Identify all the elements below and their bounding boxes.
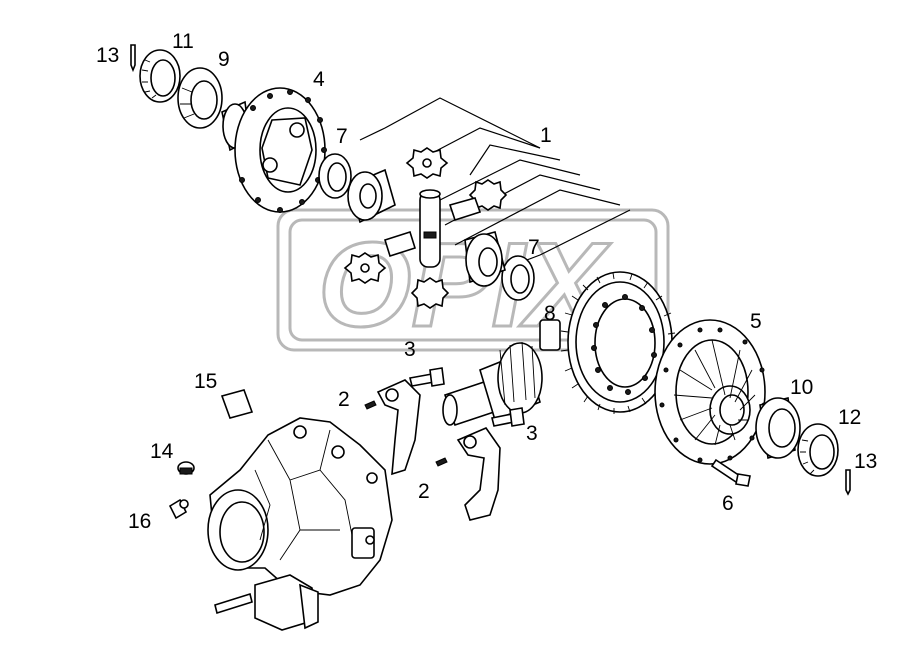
pinion-gear-bottom [410, 277, 450, 309]
label-2-bottom: 2 [418, 480, 430, 503]
pinion-gear-right [468, 179, 508, 211]
bearing-cap-bottom [456, 427, 501, 521]
pin-13-top [130, 44, 136, 73]
bolt-3-bottom [491, 407, 525, 427]
label-3-top: 3 [404, 338, 416, 361]
plug-14 [177, 461, 195, 475]
bearing-cap-top [376, 379, 421, 476]
label-11: 11 [172, 30, 194, 53]
axle-housing [207, 417, 393, 596]
pin-2-bottom [435, 457, 448, 467]
pin-13-right [845, 469, 851, 496]
bolt-6 [710, 458, 751, 487]
label-10: 10 [790, 376, 813, 399]
pinion-gear-left [343, 252, 387, 284]
callout-labels: 13 11 9 4 7 1 7 8 5 3 15 10 2 12 3 14 13… [96, 30, 877, 533]
cross-shaft [419, 189, 441, 268]
label-13-right: 13 [854, 450, 877, 473]
bearing-9 [177, 67, 223, 129]
label-5: 5 [750, 310, 762, 333]
label-1: 1 [540, 124, 552, 147]
label-16: 16 [128, 510, 151, 533]
ring-gear [560, 271, 676, 414]
ring-gear-bolt-holes [591, 294, 657, 395]
pinion-gear-top [405, 147, 449, 179]
pin-2-top [364, 400, 377, 410]
bearing-ring-11 [139, 49, 181, 103]
label-13-top: 13 [96, 44, 119, 67]
side-gear-bottom [464, 231, 506, 287]
side-gear-top [347, 168, 396, 224]
bearing-10 [755, 397, 801, 460]
label-2-top: 2 [338, 388, 350, 411]
plate-15 [220, 389, 254, 419]
thrust-washer-7-bottom [501, 255, 535, 301]
label-3-bottom: 3 [526, 422, 538, 445]
pinion-shaft-8 [442, 319, 561, 427]
housing-bolt-holes [239, 89, 327, 213]
bearing-ring-12 [797, 423, 839, 477]
differential-cover-5 [654, 319, 767, 465]
label-15: 15 [194, 370, 217, 393]
label-7-top: 7 [336, 125, 348, 148]
short-pin-left [383, 230, 417, 258]
label-8: 8 [544, 302, 556, 325]
differential-housing-4 [221, 87, 327, 213]
bolt-3-top [409, 367, 445, 387]
breather-16 [168, 498, 189, 520]
short-pin-right [448, 197, 482, 222]
label-14: 14 [150, 440, 174, 463]
label-9: 9 [218, 48, 230, 71]
label-12: 12 [838, 406, 861, 429]
label-7-bottom: 7 [528, 236, 540, 259]
sensor-actuator [214, 574, 319, 631]
label-6: 6 [722, 492, 734, 515]
thrust-washer-7-top [318, 153, 352, 199]
label-4: 4 [313, 68, 325, 91]
